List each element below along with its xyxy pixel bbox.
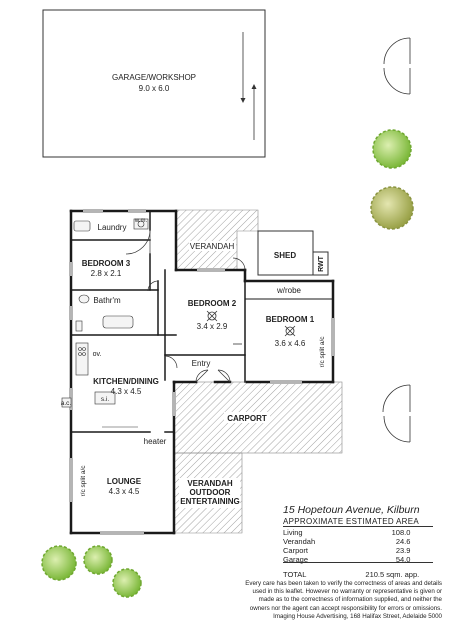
tree-green-bottom-2	[83, 545, 113, 575]
property-address: 15 Hopetoun Avenue, Kilburn	[283, 504, 420, 516]
bedroom2-label: BEDROOM 2	[188, 299, 237, 308]
bedroom3-label: BEDROOM 3	[82, 259, 131, 268]
area-row-label: Verandah	[283, 537, 316, 546]
area-row-value: 23.9	[395, 546, 411, 555]
si-label: s.i.	[101, 396, 110, 403]
area-total-label: TOTAL	[283, 570, 307, 579]
lounge-split-ac-label: r/c split a/c	[80, 465, 87, 497]
entry-label: Entry	[192, 359, 211, 368]
disclaimer-line: Imaging House Advertising, 168 Halifax S…	[273, 612, 442, 620]
area-total-value: 210.5 sqm. app.	[365, 570, 420, 579]
tree-green-bottom-3	[112, 568, 142, 598]
bedroom3-dims: 2.8 x 2.1	[91, 269, 122, 278]
garage-door-arrowhead-2	[251, 84, 257, 89]
verandah-outdoor-label-3: ENTERTAINING	[180, 497, 239, 506]
area-row-label: Carport	[283, 546, 309, 555]
disclaimer: Every care has been taken to verify the …	[222, 580, 442, 621]
garage-outline	[42, 9, 266, 158]
carport-label: CARPORT	[227, 414, 267, 423]
verandah-top-label: VERANDAH	[190, 242, 235, 251]
laundry-label: Laundry	[98, 223, 127, 232]
wrobe-label: w/robe	[276, 286, 302, 295]
disclaimer-line: made as to the correctness of informatio…	[258, 596, 442, 604]
bedroom1-dims: 3.6 x 4.6	[275, 339, 306, 348]
area-table: Living 108.0 Verandah 24.6 Carport 23.9 …	[283, 528, 433, 579]
area-row-garage: Garage 54.0	[283, 555, 433, 564]
area-row-carport: Carport 23.9	[283, 546, 433, 555]
verandah-outdoor-label-bg	[179, 478, 240, 508]
bathroom-label: Bathr'm	[93, 296, 121, 305]
disclaimer-line: used in this leaflet. However no warrant…	[252, 588, 443, 596]
fixtures	[61, 218, 149, 428]
lounge-dims: 4.3 x 4.5	[109, 487, 140, 496]
kitchen-label: KITCHEN/DINING	[93, 377, 159, 386]
area-row-total: TOTAL 210.5 sqm. app.	[283, 564, 433, 579]
tree-green-bottom-1	[41, 545, 77, 581]
area-row-label: Garage	[283, 555, 309, 564]
verandah-outdoor-label-2: OUTDOOR	[190, 488, 231, 497]
area-title-rule	[283, 526, 433, 527]
wm-label: w.m.	[134, 218, 148, 224]
verandah-outdoor-label-1: VERANDAH	[187, 479, 233, 488]
area-row-label: Living	[283, 528, 303, 537]
verandah-top-label-bg	[189, 241, 236, 251]
disclaimer-line: Every care has been taken to verify the …	[245, 580, 442, 587]
area-row-living: Living 108.0	[283, 528, 433, 537]
rwt-outline	[312, 251, 329, 276]
door-swings	[125, 229, 246, 383]
verandah-top-hatch	[175, 209, 259, 271]
area-row-value: 54.0	[395, 555, 411, 564]
area-row-value: 24.6	[395, 537, 411, 546]
ac-label: a.c.	[61, 400, 72, 407]
disclaimer-line: owners nor the agent can accept responsi…	[249, 604, 442, 612]
tree-green-top	[372, 129, 412, 169]
area-row-verandah: Verandah 24.6	[283, 537, 433, 546]
lounge-label: LOUNGE	[107, 477, 142, 486]
garage-dims: 9.0 x 6.0	[139, 84, 170, 93]
garage-label: GARAGE/WORKSHOP	[112, 73, 196, 82]
shed-label: SHED	[274, 251, 296, 260]
rwt-label: RWT	[318, 255, 325, 272]
carport-label-bg	[224, 412, 270, 423]
ceiling-fan-icons	[206, 310, 296, 345]
oven-label: ov.	[93, 351, 102, 358]
bedroom1-split-ac-label: r/c split a/c	[319, 336, 326, 368]
heater-label: heater	[144, 437, 167, 446]
area-table-title: APPROXIMATE ESTIMATED AREA	[283, 517, 419, 526]
tree-olive	[370, 186, 414, 230]
kitchen-dims: 4.3 x 4.5	[111, 387, 142, 396]
bedroom1-label: BEDROOM 1	[266, 315, 315, 324]
garage-door-arrowhead	[240, 98, 246, 103]
gate-bottom-right	[382, 384, 411, 443]
gate-top-right	[383, 37, 411, 95]
area-total-rule	[283, 562, 433, 563]
bedroom2-dims: 3.4 x 2.9	[197, 322, 228, 331]
area-row-value: 108.0	[391, 528, 411, 537]
